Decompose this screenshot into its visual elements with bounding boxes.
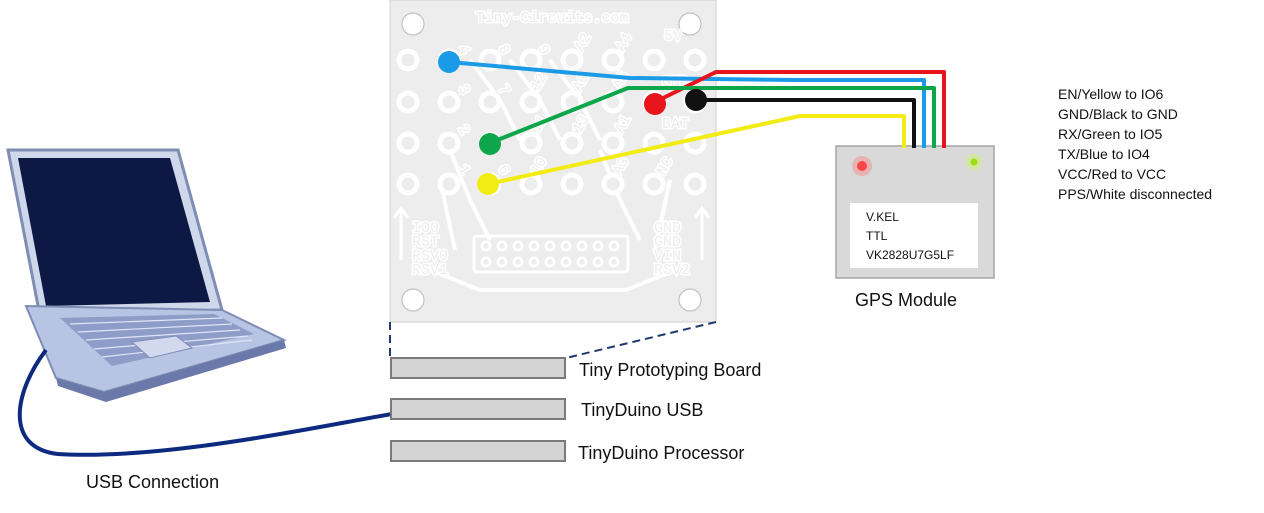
gps-chip-line: V.KEL (866, 210, 899, 224)
gps-chip-label: V.KEL TTL VK2828U7G5LF (850, 203, 978, 268)
pin-note: TX/Blue to IO4 (1058, 146, 1150, 162)
pcb-pin-label: RSV0 (412, 248, 448, 265)
pcb-pin-label: RST (412, 234, 439, 251)
pin-notes: EN/Yellow to IO6 GND/Black to GND RX/Gre… (1058, 84, 1212, 204)
pin-note: VCC/Red to VCC (1058, 166, 1167, 182)
pcb-pin-label: GND (654, 234, 681, 251)
pcb-brand: Tiny-Circuits.com (475, 10, 628, 27)
wire-end-green (479, 133, 501, 155)
pcb-pin-label: IO0 (412, 220, 439, 237)
gps-module-title: GPS Module (855, 290, 958, 310)
wire-end-yellow (477, 173, 499, 195)
usb-connection-label: USB Connection (86, 472, 220, 492)
pcb-pin-label: 5V (664, 28, 682, 45)
wire-yellow (487, 114, 906, 186)
pcb-header-pads (472, 234, 630, 274)
gps-led-green (970, 158, 978, 166)
layer-bar-prototyping (390, 357, 566, 379)
laptop-touchpad (130, 335, 194, 359)
wires (448, 60, 946, 186)
gps-led-red (857, 161, 867, 171)
board-to-stack-connector (389, 321, 717, 359)
layer-bar-usb (390, 398, 566, 420)
wire-black (696, 98, 916, 148)
pcb-pin-label: VIN (654, 248, 681, 265)
pcb-corner-holes (401, 12, 702, 312)
laptop-front-edge (56, 340, 286, 402)
layer-bar-processor (390, 440, 566, 462)
gps-chip-line: TTL (866, 229, 888, 243)
laptop-illustration (6, 148, 287, 402)
pcb-pads (396, 48, 707, 196)
pcb-arrows (392, 205, 711, 260)
wire-end-blue (438, 51, 460, 73)
wire-endpoints (438, 51, 707, 195)
pcb-pin-label: GND (654, 220, 681, 237)
pcb-pin-label: RSV1 (412, 262, 448, 279)
pin-note: EN/Yellow to IO6 (1058, 86, 1164, 102)
layer-label-prototyping: Tiny Prototyping Board (579, 360, 762, 380)
pcb-pin-label: RSV2 (654, 262, 690, 279)
pin-note: RX/Green to IO5 (1058, 126, 1163, 142)
pin-note: GND/Black to GND (1058, 106, 1178, 122)
wire-green (489, 86, 936, 148)
laptop-screen (18, 158, 210, 306)
prototyping-board: Tiny-Circuits.com 4 8 9 A2 A4 5V 3 7 12 … (389, 0, 717, 323)
pcb-pin-label: BAT (662, 116, 689, 133)
wire-end-black (685, 89, 707, 111)
layer-label-processor: TinyDuino Processor (578, 443, 745, 463)
gps-chip-line: VK2828U7G5LF (866, 248, 955, 262)
pcb-pin-labels: 4 8 9 A2 A4 5V 3 7 12 A0 GND 2 11 BAT 1 … (411, 27, 692, 281)
wire-end-red (644, 93, 666, 115)
pin-note: PPS/White disconnected (1058, 186, 1213, 202)
wire-blue (448, 60, 926, 148)
usb-cable (17, 348, 393, 457)
layer-label-usb: TinyDuino USB (581, 400, 704, 420)
